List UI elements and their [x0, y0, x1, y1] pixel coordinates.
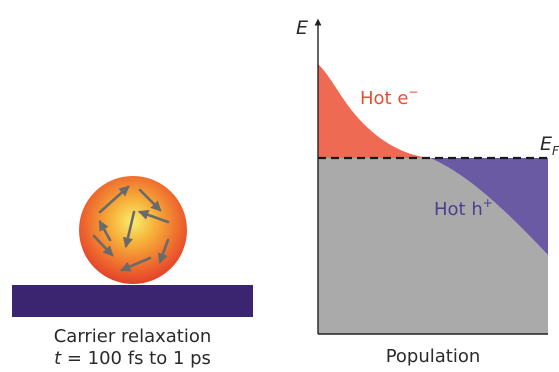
arrow-icon: [138, 209, 170, 224]
hot-electrons-region: [318, 64, 430, 158]
substrate: [12, 285, 253, 317]
arrow-icon: [122, 210, 136, 249]
arrow-icon: [157, 238, 170, 264]
nanoparticle-sphere: [79, 176, 187, 284]
y-axis-label: E: [296, 17, 308, 39]
hot-electrons-label: Hot e−: [360, 85, 418, 109]
hot-holes-label: Hot h+: [434, 196, 493, 220]
caption-timescale: t = 100 fs to 1 ps: [0, 348, 265, 370]
caption-title: Carrier relaxation: [53, 326, 212, 347]
arrow-icon: [98, 220, 112, 242]
occupied-states-region: [318, 158, 548, 334]
arrow-icon: [92, 234, 114, 257]
arrow-icon: [120, 256, 152, 272]
carrier-relaxation-arrows: [92, 185, 170, 272]
time-symbol: t: [54, 348, 62, 369]
hot-holes-region: [430, 158, 548, 255]
arrow-icon: [138, 188, 162, 212]
x-axis-label: Population: [386, 346, 481, 367]
fermi-level-label: EF: [540, 133, 559, 158]
energy-distribution-diagram: E EF Hot e− Hot h+ Population: [296, 17, 559, 367]
time-range: = 100 fs to 1 ps: [61, 348, 211, 369]
nanoparticle-illustration: [12, 176, 253, 317]
arrow-icon: [98, 185, 130, 214]
left-caption: Carrier relaxation t = 100 fs to 1 ps: [0, 326, 265, 370]
